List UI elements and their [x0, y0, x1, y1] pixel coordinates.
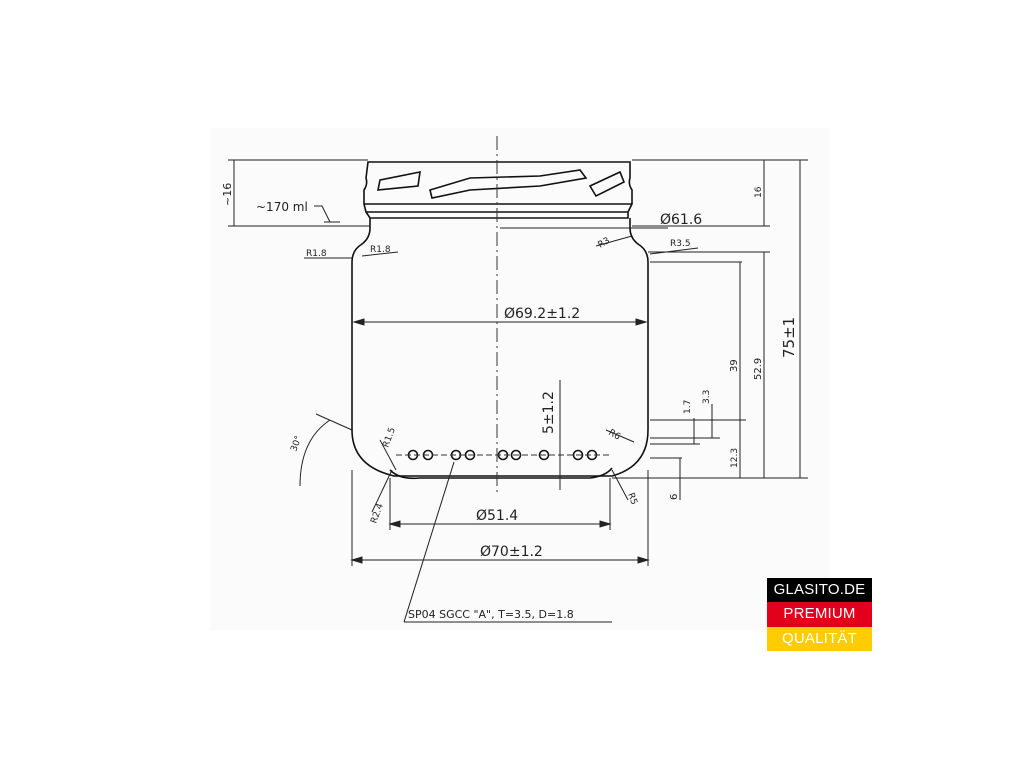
radius-1-8-right-label: R1.8 [370, 245, 391, 255]
diameter-top-label: Ø61.6 [660, 212, 702, 228]
badge-premium: PREMIUM [767, 602, 872, 627]
radius-1-8-left-label: R1.8 [306, 249, 327, 259]
radius-5-label: R5 [625, 492, 638, 507]
height-12-3-label: 12.3 [730, 448, 740, 468]
height-52-9-label: 52.9 [753, 358, 764, 380]
badge-quality: QUALITÄT [767, 626, 872, 651]
volume-label: ~170 ml [256, 200, 308, 214]
height-1-7-label: 1.7 [683, 400, 693, 414]
glasito-premium-badge: GLASITO.DE PREMIUM QUALITÄT [767, 578, 872, 651]
badge-brand: GLASITO.DE [767, 578, 872, 603]
total-height-label: 75±1 [780, 317, 798, 358]
height-3-3-label: 3.3 [702, 390, 712, 404]
height-6-label: 6 [669, 494, 680, 500]
height-top-right-label: 16 [754, 186, 764, 198]
height-39-label: 39 [729, 359, 740, 372]
diameter-body-label: Ø69.2±1.2 [504, 306, 580, 322]
radius-3-5-label: R3.5 [670, 239, 691, 249]
height-5-label: 5±1.2 [541, 391, 557, 434]
dimension-labels: ~170 ml ~16 16 75±1 52.9 39 3.3 1.7 12.3… [221, 183, 798, 621]
diameter-base-label: Ø51.4 [476, 508, 518, 524]
jar-outline [351, 161, 649, 480]
spec-note: SP04 SGCC "A", T=3.5, D=1.8 [408, 608, 574, 621]
height-top-left-label: ~16 [221, 183, 234, 206]
diameter-bottom-label: Ø70±1.2 [480, 544, 543, 560]
dimension-lines [228, 159, 808, 623]
